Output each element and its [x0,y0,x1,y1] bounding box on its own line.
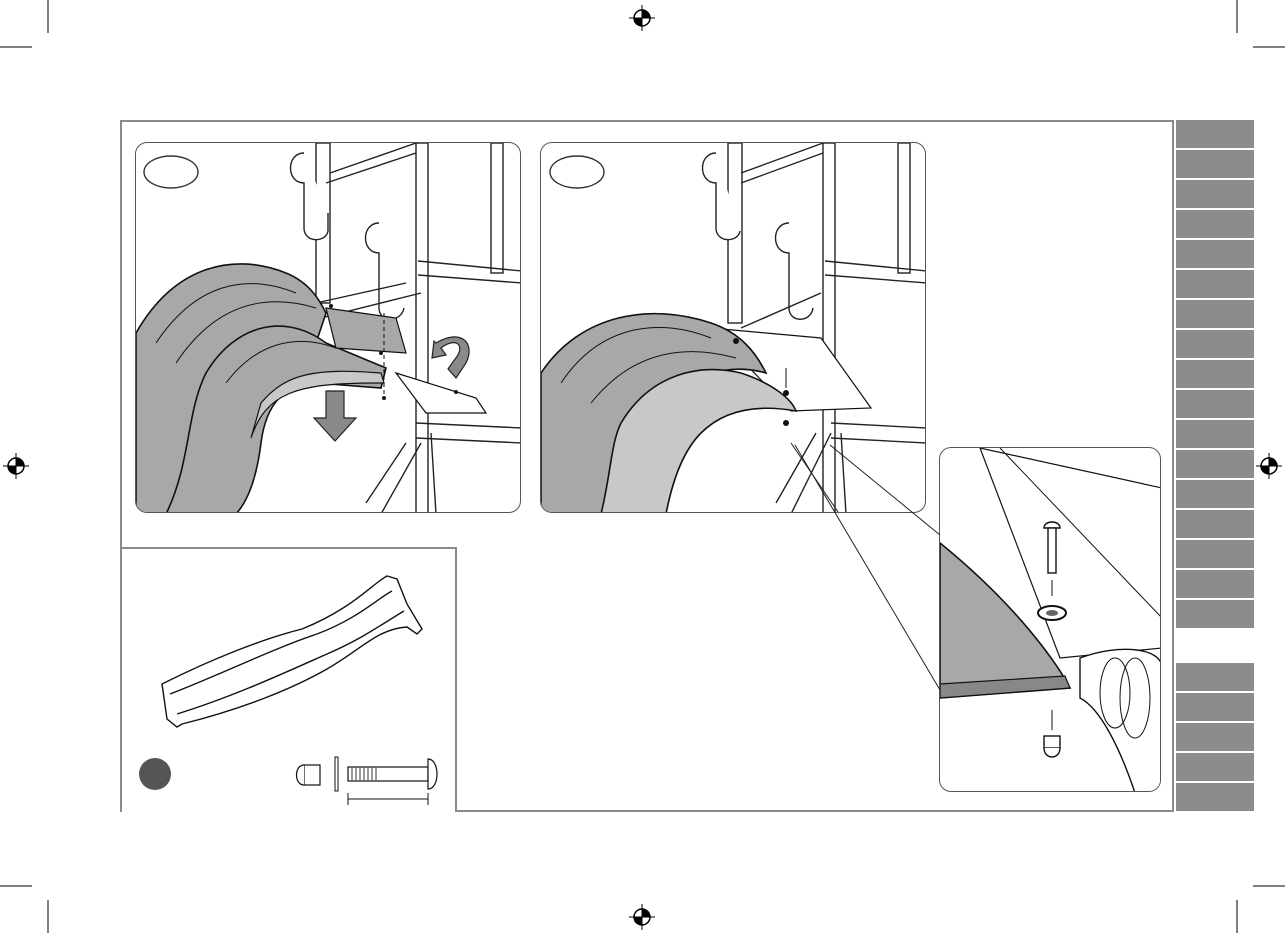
language-tab[interactable] [1176,510,1254,538]
detail-callout-line [790,440,950,700]
language-tabs-bottom [1176,663,1254,813]
language-tab[interactable] [1176,390,1254,418]
language-tab[interactable] [1176,723,1254,751]
step-1-illustration [136,143,521,513]
registration-mark-icon [1256,453,1282,479]
language-tab[interactable] [1176,120,1254,148]
language-tab[interactable] [1176,450,1254,478]
registration-mark-icon [629,904,655,930]
language-tab[interactable] [1176,753,1254,781]
language-tab[interactable] [1176,180,1254,208]
parts-illustration [122,549,459,814]
rotate-arrow-icon [432,337,469,378]
language-tab[interactable] [1176,663,1254,691]
slide-part [162,576,422,727]
language-tab[interactable] [1176,240,1254,268]
step-1-panel [135,142,521,513]
bolt-icon [348,759,437,789]
registration-mark-icon [629,5,655,31]
language-tab[interactable] [1176,150,1254,178]
parts-box [120,547,457,812]
language-tab[interactable] [1176,693,1254,721]
step-number-bubble [550,156,604,188]
cap-nut-icon [297,765,321,785]
language-tab[interactable] [1176,270,1254,298]
language-tab[interactable] [1176,570,1254,598]
detail-illustration [940,448,1161,792]
language-tab[interactable] [1176,360,1254,388]
step-number-bubble [144,156,198,188]
washer-icon [335,757,338,791]
language-tab[interactable] [1176,330,1254,358]
cap-nut-icon [1044,736,1060,757]
language-tabs-top [1176,120,1254,630]
language-tab[interactable] [1176,420,1254,448]
language-tab[interactable] [1176,600,1254,628]
language-tab[interactable] [1176,480,1254,508]
language-tab[interactable] [1176,783,1254,811]
arrow-down-icon [314,391,356,441]
detail-zoom-panel [939,447,1161,792]
language-tab[interactable] [1176,540,1254,568]
item-label-marker [139,758,171,790]
language-tab[interactable] [1176,300,1254,328]
registration-mark-icon [3,453,29,479]
bolt-length-dimension [348,793,428,805]
language-tab[interactable] [1176,210,1254,238]
